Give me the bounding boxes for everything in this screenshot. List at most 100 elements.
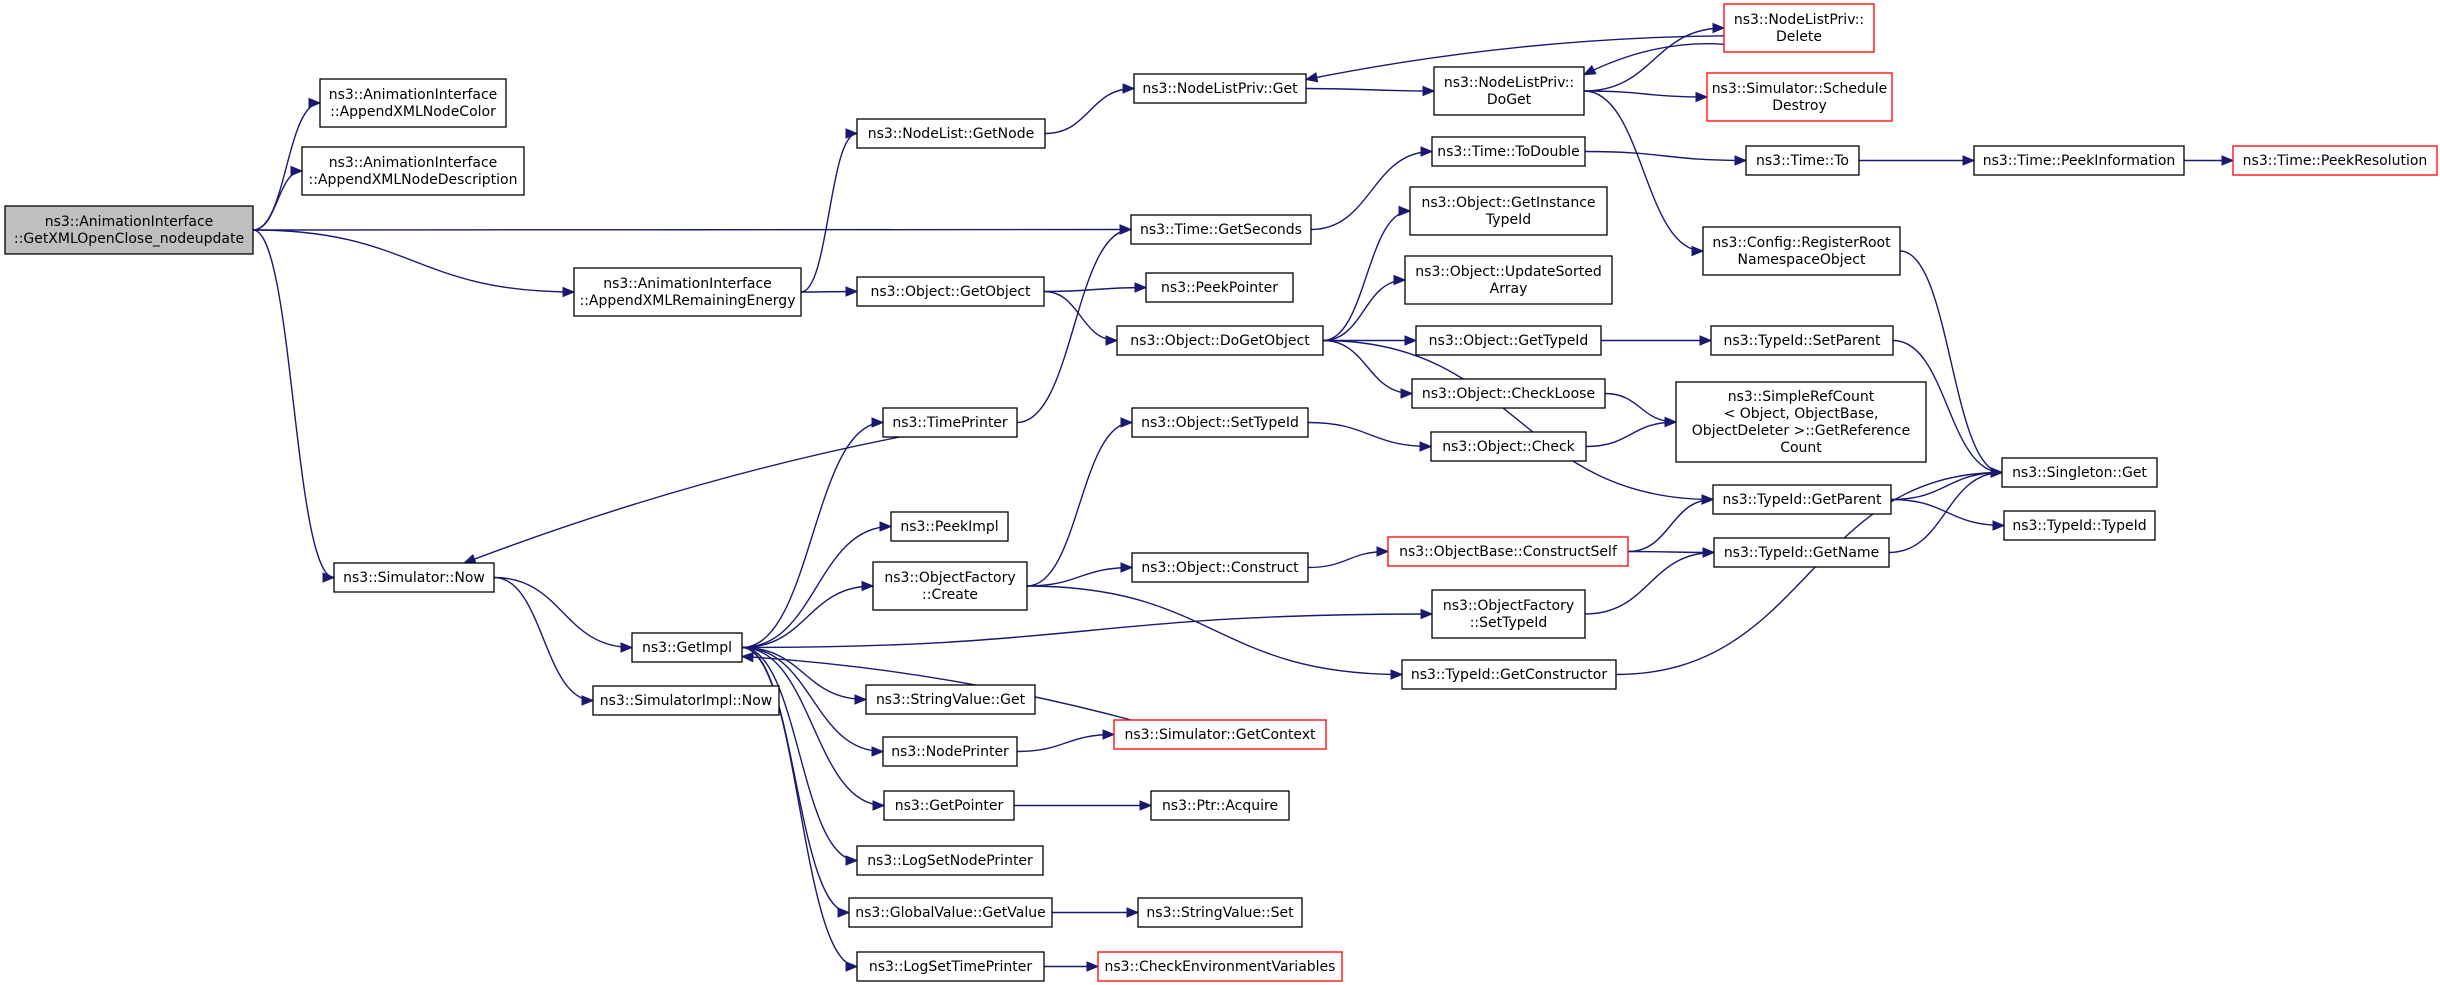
node-time-to-double[interactable]: ns3::Time::ToDouble [1431,136,1586,167]
node-box[interactable] [1745,145,1860,176]
node-sim-get-context[interactable]: ns3::Simulator::GetContext [1113,719,1327,750]
node-type-id-get-parent[interactable]: ns3::TypeId::GetParent [1712,484,1892,515]
node-obj-construct[interactable]: ns3::Object::Construct [1131,552,1309,583]
node-box[interactable] [1409,186,1608,236]
node-box[interactable] [1387,536,1629,567]
node-node-list-priv-do-get[interactable]: ns3::NodeListPriv::DoGet [1433,66,1585,116]
node-box[interactable] [1973,145,2185,176]
node-string-value-get[interactable]: ns3::StringValue::Get [865,684,1036,715]
node-box[interactable] [2001,457,2158,488]
node-peek-pointer[interactable]: ns3::PeekPointer [1145,272,1294,303]
node-box[interactable] [2232,145,2438,176]
node-append-energy[interactable]: ns3::AnimationInterface::AppendXMLRemain… [573,267,802,317]
node-box[interactable] [1712,484,1892,515]
node-box[interactable] [1116,325,1324,356]
node-time-to[interactable]: ns3::Time::To [1745,145,1860,176]
node-obj-base-construct-self[interactable]: ns3::ObjectBase::ConstructSelf [1387,536,1629,567]
node-box[interactable] [301,146,525,196]
node-string-value-set[interactable]: ns3::StringValue::Set [1137,897,1303,928]
node-append-desc[interactable]: ns3::AnimationInterface::AppendXMLNodeDe… [301,146,525,196]
node-box[interactable] [856,118,1046,149]
node-singleton-get[interactable]: ns3::Singleton::Get [2001,457,2158,488]
node-box[interactable] [592,685,780,716]
node-sim-now[interactable]: ns3::Simulator::Now [333,562,495,593]
node-box[interactable] [1702,226,1901,276]
node-node-list-priv-delete[interactable]: ns3::NodeListPriv::Delete [1723,3,1875,53]
node-simple-ref-count[interactable]: ns3::SimpleRefCount< Object, ObjectBase,… [1675,381,1927,463]
node-append-color[interactable]: ns3::AnimationInterface::AppendXMLNodeCo… [319,78,507,128]
node-box[interactable] [1145,272,1294,303]
node-box[interactable] [4,205,254,255]
node-box[interactable] [883,790,1015,821]
node-box[interactable] [882,407,1018,438]
node-box[interactable] [1710,325,1894,356]
node-box[interactable] [1130,214,1312,245]
node-box[interactable] [882,736,1018,767]
node-check-env-vars[interactable]: ns3::CheckEnvironmentVariables [1097,951,1343,982]
node-type-id-get-name[interactable]: ns3::TypeId::GetName [1713,537,1890,568]
node-box[interactable] [1137,897,1303,928]
node-box[interactable] [333,562,495,593]
node-type-id-type-id[interactable]: ns3::TypeId::TypeId [2003,510,2156,541]
node-obj-check-loose[interactable]: ns3::Object::CheckLoose [1411,378,1606,409]
node-log-set-time-printer[interactable]: ns3::LogSetTimePrinter [856,951,1045,982]
node-log-set-node-printer[interactable]: ns3::LogSetNodePrinter [856,845,1044,876]
node-box[interactable] [1150,790,1290,821]
node-box[interactable] [1706,72,1893,122]
node-peek-impl[interactable]: ns3::PeekImpl [890,511,1009,542]
node-node-list-get-node[interactable]: ns3::NodeList::GetNode [856,118,1046,149]
node-box[interactable] [2003,510,2156,541]
node-sim-impl-now[interactable]: ns3::SimulatorImpl::Now [592,685,780,716]
node-box[interactable] [1133,73,1307,104]
node-obj-set-type-id[interactable]: ns3::Object::SetTypeId [1131,407,1309,438]
node-box[interactable] [319,78,507,128]
node-box[interactable] [1430,431,1587,462]
node-obj-factory-create[interactable]: ns3::ObjectFactory::Create [872,561,1028,611]
node-box[interactable] [856,951,1045,982]
node-type-id-get-constructor[interactable]: ns3::TypeId::GetConstructor [1401,659,1617,690]
node-box[interactable] [856,276,1045,307]
node-obj-factory-set-type-id[interactable]: ns3::ObjectFactory::SetTypeId [1431,589,1586,639]
node-obj-get-type-id[interactable]: ns3::Object::GetTypeId [1415,325,1602,356]
node-global-value-get-value[interactable]: ns3::GlobalValue::GetValue [848,897,1053,928]
node-obj-do-get-object[interactable]: ns3::Object::DoGetObject [1116,325,1324,356]
node-time-get-seconds[interactable]: ns3::Time::GetSeconds [1130,214,1312,245]
node-box[interactable] [1131,407,1309,438]
node-box[interactable] [1433,66,1585,116]
node-box[interactable] [1723,3,1875,53]
node-box[interactable] [1097,951,1343,982]
node-box[interactable] [1713,537,1890,568]
node-box[interactable] [865,684,1036,715]
node-box[interactable] [890,511,1009,542]
node-box[interactable] [872,561,1028,611]
node-obj-get-object[interactable]: ns3::Object::GetObject [856,276,1045,307]
node-obj-check[interactable]: ns3::Object::Check [1430,431,1587,462]
node-time-peek-resolution[interactable]: ns3::Time::PeekResolution [2232,145,2438,176]
node-box[interactable] [856,845,1044,876]
node-box[interactable] [1431,136,1586,167]
node-box[interactable] [1131,552,1309,583]
node-box[interactable] [1431,589,1586,639]
node-type-id-set-parent[interactable]: ns3::TypeId::SetParent [1710,325,1894,356]
node-box[interactable] [1411,378,1606,409]
node-node-printer[interactable]: ns3::NodePrinter [882,736,1018,767]
node-box[interactable] [1401,659,1617,690]
node-box[interactable] [848,897,1053,928]
node-box[interactable] [573,267,802,317]
node-get-impl[interactable]: ns3::GetImpl [631,632,743,663]
node-box[interactable] [1675,381,1927,463]
node-get-pointer[interactable]: ns3::GetPointer [883,790,1015,821]
node-box[interactable] [1113,719,1327,750]
node-node-list-priv-get[interactable]: ns3::NodeListPriv::Get [1133,73,1307,104]
node-box[interactable] [631,632,743,663]
node-ptr-acquire[interactable]: ns3::Ptr::Acquire [1150,790,1290,821]
node-time-printer[interactable]: ns3::TimePrinter [882,407,1018,438]
node-root[interactable]: ns3::AnimationInterface::GetXMLOpenClose… [4,205,254,255]
node-box[interactable] [1415,325,1602,356]
node-time-peek-information[interactable]: ns3::Time::PeekInformation [1973,145,2185,176]
node-box[interactable] [1404,255,1613,305]
